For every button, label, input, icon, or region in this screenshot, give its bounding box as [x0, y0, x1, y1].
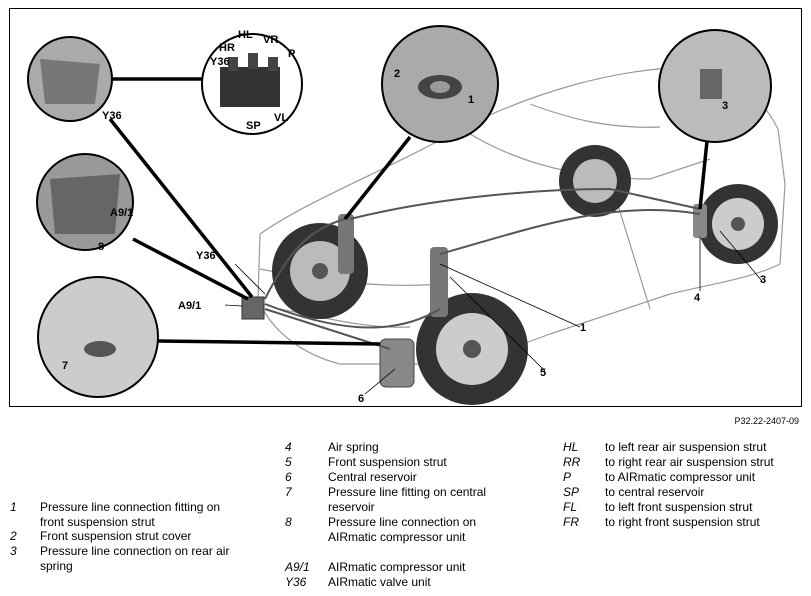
suspension-diagram: HL HR VR P Y36 SP VL Y36 A9/1 8 Y36 A9/1…	[27, 25, 786, 405]
inset-circle-compressor	[36, 153, 134, 251]
compressor-unit	[241, 296, 265, 320]
legend-key: 8	[285, 515, 292, 529]
legend-text: Pressure line connection fitting on	[40, 500, 221, 514]
legend-text: AIRmatic valve unit	[328, 575, 431, 589]
callout-leader-lines	[224, 230, 763, 395]
callout-4: 4	[694, 292, 701, 304]
legend-text: Central reservoir	[328, 470, 417, 484]
inset-circle-valve-block	[201, 33, 303, 135]
legend-text: to right front suspension strut	[605, 515, 760, 529]
air-spring-rear	[693, 204, 707, 238]
inset-circle-valve-unit	[27, 36, 113, 122]
callout-y36-main: Y36	[196, 250, 216, 262]
callout-3: 3	[760, 274, 766, 286]
legend-key: Y36	[285, 575, 307, 589]
legend-key: A9/1	[285, 560, 310, 574]
callout-p: P	[288, 48, 295, 60]
legend-key: 3	[10, 544, 17, 558]
legend-text: to central reservoir	[605, 485, 705, 499]
legend-key: FL	[563, 500, 578, 514]
inset-circle-rear-spring	[658, 29, 772, 143]
legend-key: 7	[285, 485, 292, 499]
legend-text: Front suspension strut	[328, 455, 447, 469]
inset-circle-strut-cover	[381, 25, 499, 143]
legend-text: to left front suspension strut	[605, 500, 753, 514]
callout-3-inset: 3	[722, 100, 728, 112]
legend-key: RR	[563, 455, 581, 469]
legend-text: Air spring	[328, 440, 379, 454]
legend-text-cont: AIRmatic compressor unit	[328, 530, 466, 544]
inset-circle-reservoir-fitting	[37, 276, 159, 398]
front-suspension-strut-left	[338, 214, 354, 274]
callout-1-inset: 1	[468, 94, 474, 106]
callout-vr: VR	[263, 34, 278, 46]
legend-text: Pressure line connection on rear air	[40, 544, 230, 558]
wheel-front-right	[416, 293, 528, 405]
callout-8: 8	[98, 241, 104, 253]
legend-key: 1	[10, 500, 17, 514]
legend-text-cont: front suspension strut	[40, 515, 155, 529]
callout-y36-inset: Y36	[210, 56, 230, 68]
legend-text: Pressure line fitting on central	[328, 485, 487, 499]
callout-vl: VL	[274, 112, 288, 124]
legend-text: to AIRmatic compressor unit	[605, 470, 756, 484]
legend-text-cont: spring	[40, 559, 73, 573]
legend-key: SP	[563, 485, 580, 499]
legend-key: HL	[563, 440, 579, 454]
callout-hr: HR	[219, 42, 235, 54]
callout-a91-main: A9/1	[178, 300, 201, 312]
legend-key: 5	[285, 455, 292, 469]
callout-y36-left: Y36	[102, 110, 122, 122]
legend-text: to right rear air suspension strut	[605, 455, 774, 469]
diagram-frame: HL HR VR P Y36 SP VL Y36 A9/1 8 Y36 A9/1…	[9, 8, 802, 407]
inset-leader-lines	[108, 77, 709, 346]
central-reservoir	[379, 338, 415, 388]
front-suspension-strut-right	[430, 247, 448, 317]
callout-2: 2	[394, 68, 400, 80]
legend-text: Pressure line connection on	[328, 515, 477, 529]
legend-text: to left rear air suspension strut	[605, 440, 767, 454]
callout-sp: SP	[246, 120, 261, 132]
pressure-lines	[264, 187, 701, 350]
legend-key: 4	[285, 440, 292, 454]
legend-key: 6	[285, 470, 292, 484]
legend-text: AIRmatic compressor unit	[328, 560, 466, 574]
figure-reference: P32.22-2407-09	[734, 416, 799, 426]
legend-text-cont: reservoir	[328, 500, 375, 514]
callout-a91-inset: A9/1	[110, 207, 133, 219]
wheel-rear-left	[559, 145, 631, 217]
callout-6: 6	[358, 393, 364, 405]
legend-text: Front suspension strut cover	[40, 529, 192, 543]
legend-key: 2	[10, 529, 17, 543]
legend-key: FR	[563, 515, 579, 529]
callout-1: 1	[580, 322, 586, 334]
callout-5: 5	[540, 367, 546, 379]
callout-7: 7	[62, 360, 68, 372]
callout-hl: HL	[238, 29, 253, 41]
legend-key: P	[563, 470, 572, 484]
